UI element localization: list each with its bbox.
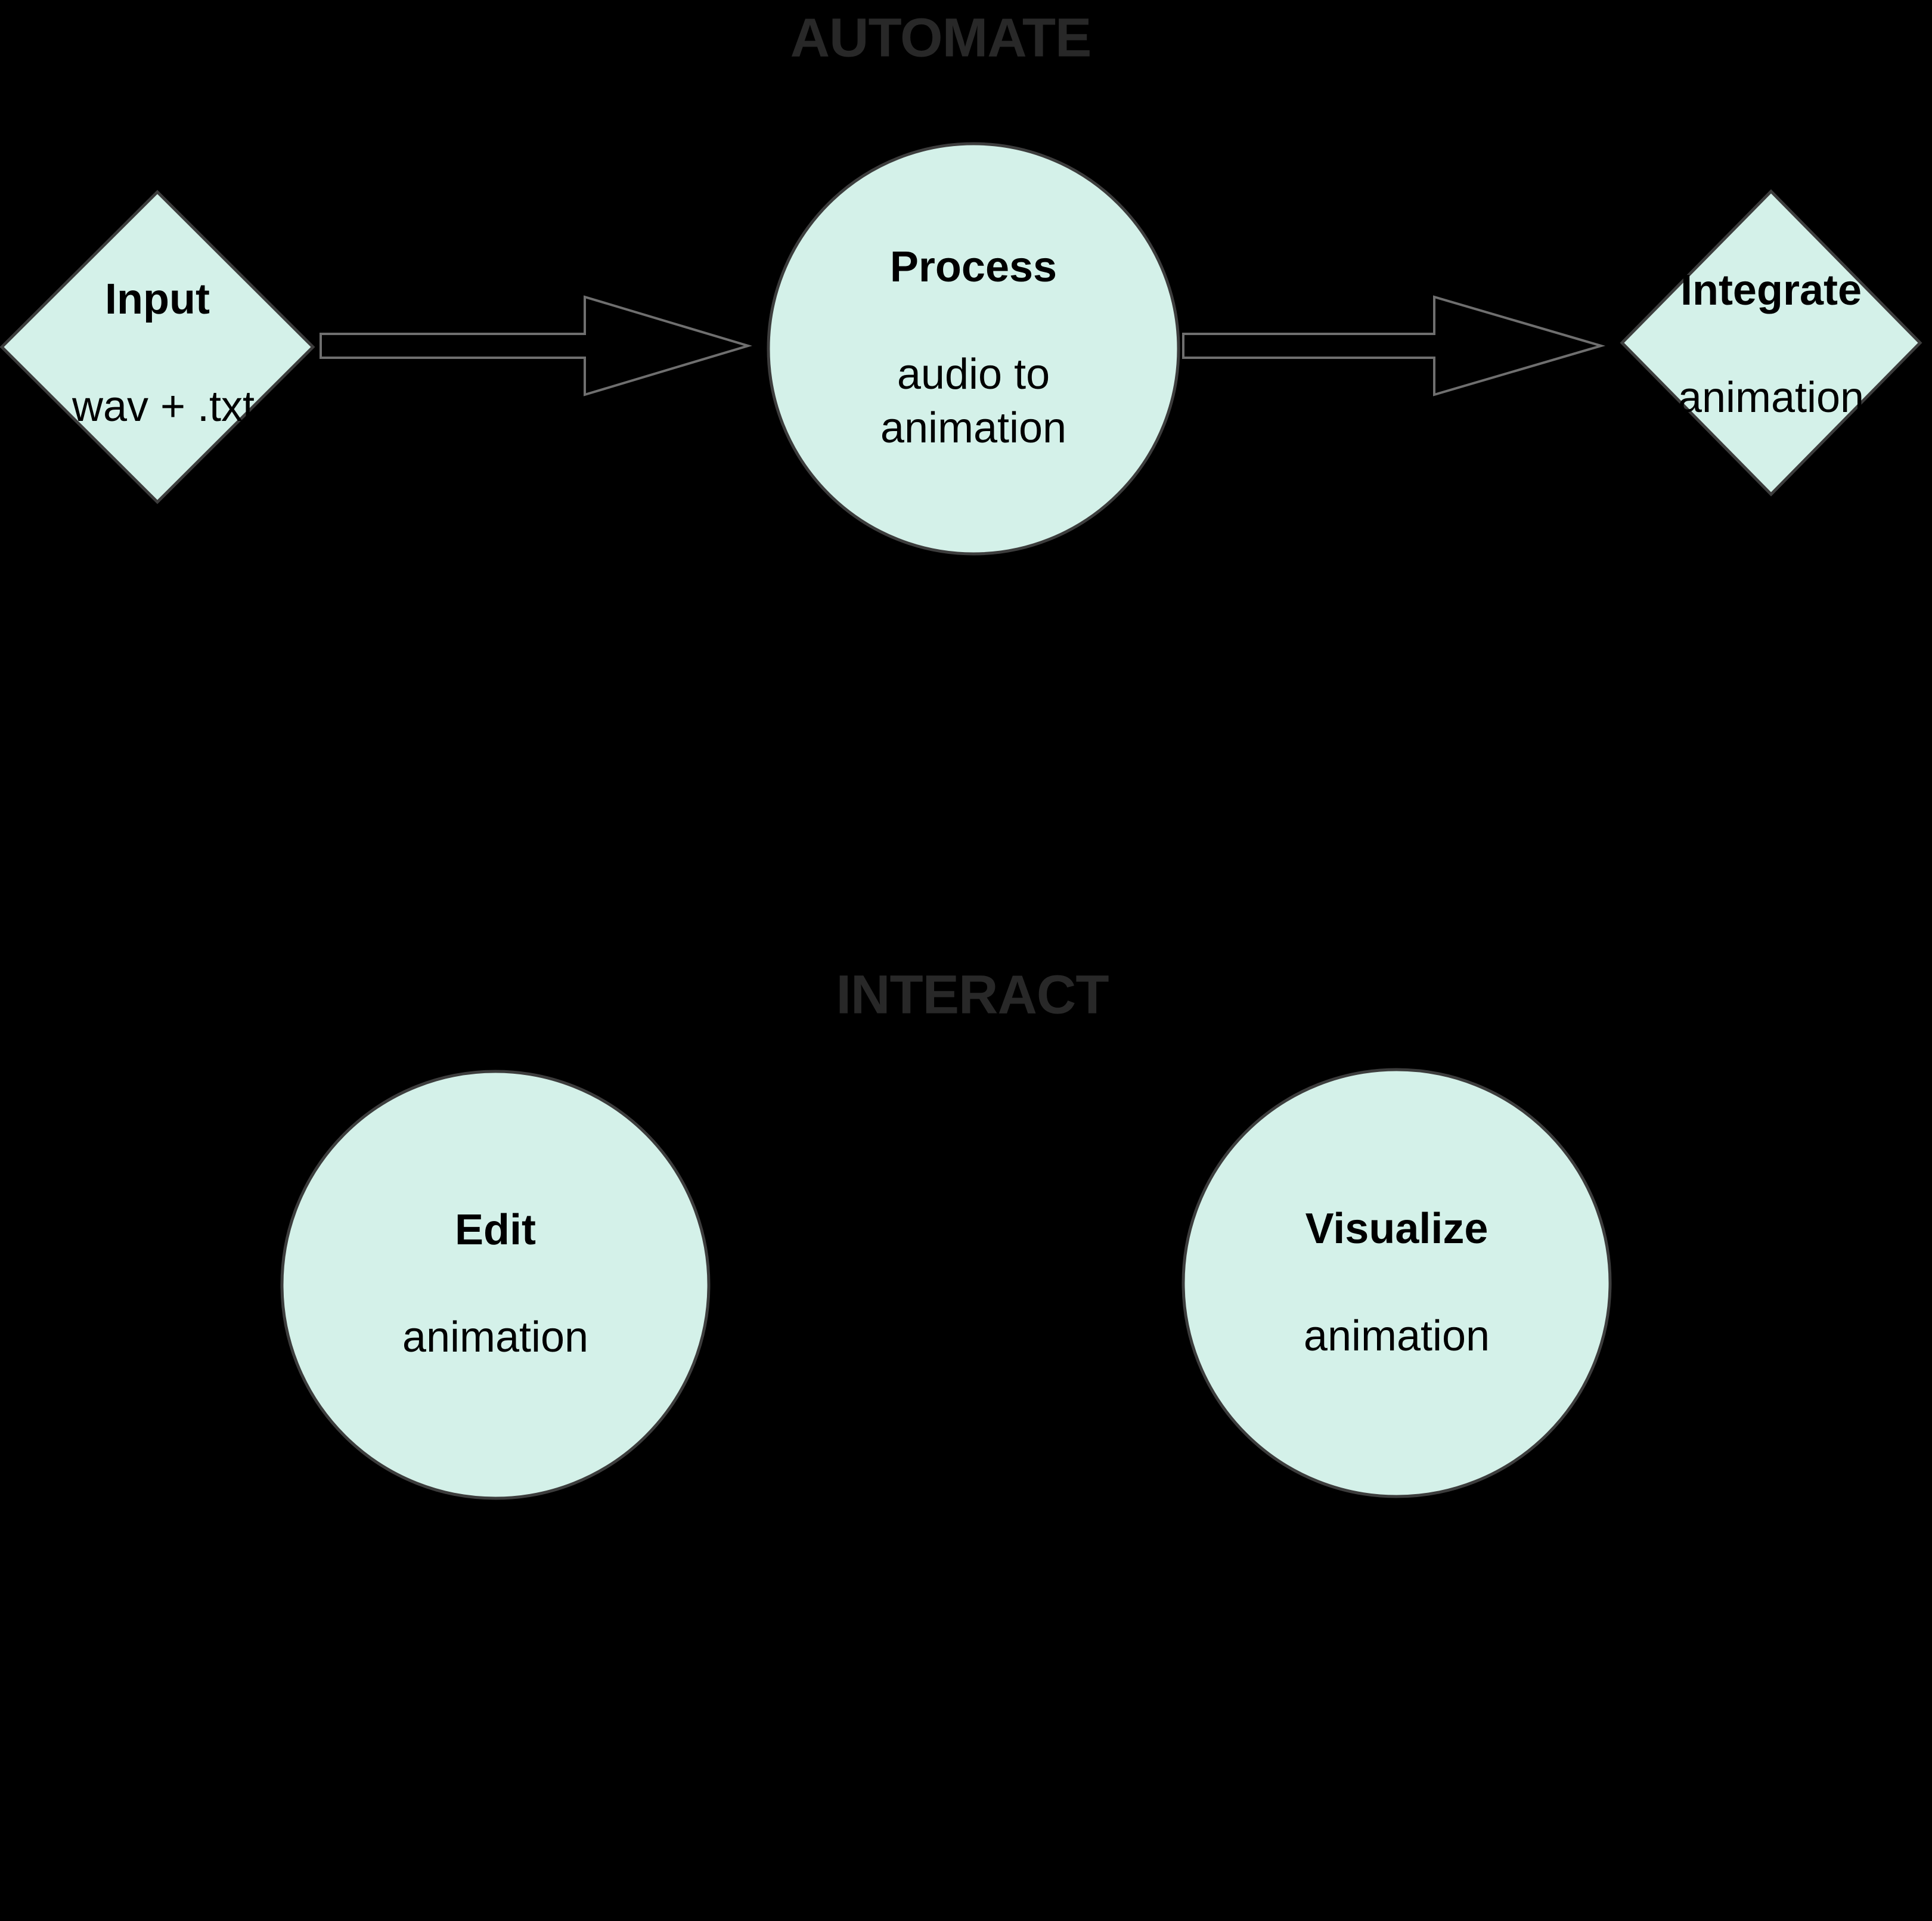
edit-circle-shape — [280, 1070, 711, 1500]
process-to-integrate-arrow-icon — [1182, 295, 1606, 396]
section-title-interact: INTERACT — [836, 964, 1109, 1025]
visualize-circle-shape — [1181, 1068, 1612, 1498]
integrate-diamond-shape — [1620, 189, 1922, 497]
input-node-subtitle: .wav + .txt — [60, 383, 255, 430]
integrate-node-title: Integrate — [1680, 267, 1862, 314]
process-node-label: Process audio to animation — [880, 187, 1066, 509]
visualize-node-label: Visualize animation — [1304, 1148, 1490, 1417]
process-node-title: Process — [889, 243, 1058, 291]
edit-node-title: Edit — [455, 1206, 536, 1254]
input-node-label: Input .wav + .txt — [60, 219, 255, 487]
edit-node-label: Edit animation — [402, 1149, 588, 1418]
integrate-node-label: Integrate animation — [1678, 210, 1864, 478]
process-circle-shape — [767, 142, 1180, 556]
input-node-title: Input — [105, 275, 210, 323]
section-title-automate: AUTOMATE — [790, 7, 1092, 69]
process-node-subtitle: audio to animation — [880, 351, 1067, 452]
visualize-node-title: Visualize — [1305, 1205, 1488, 1253]
integrate-node-subtitle: animation — [1677, 374, 1865, 422]
input-diamond-shape — [0, 190, 315, 504]
edit-node-subtitle: animation — [402, 1313, 589, 1361]
input-to-process-arrow-icon — [320, 295, 752, 396]
visualize-node-subtitle: animation — [1303, 1312, 1490, 1360]
